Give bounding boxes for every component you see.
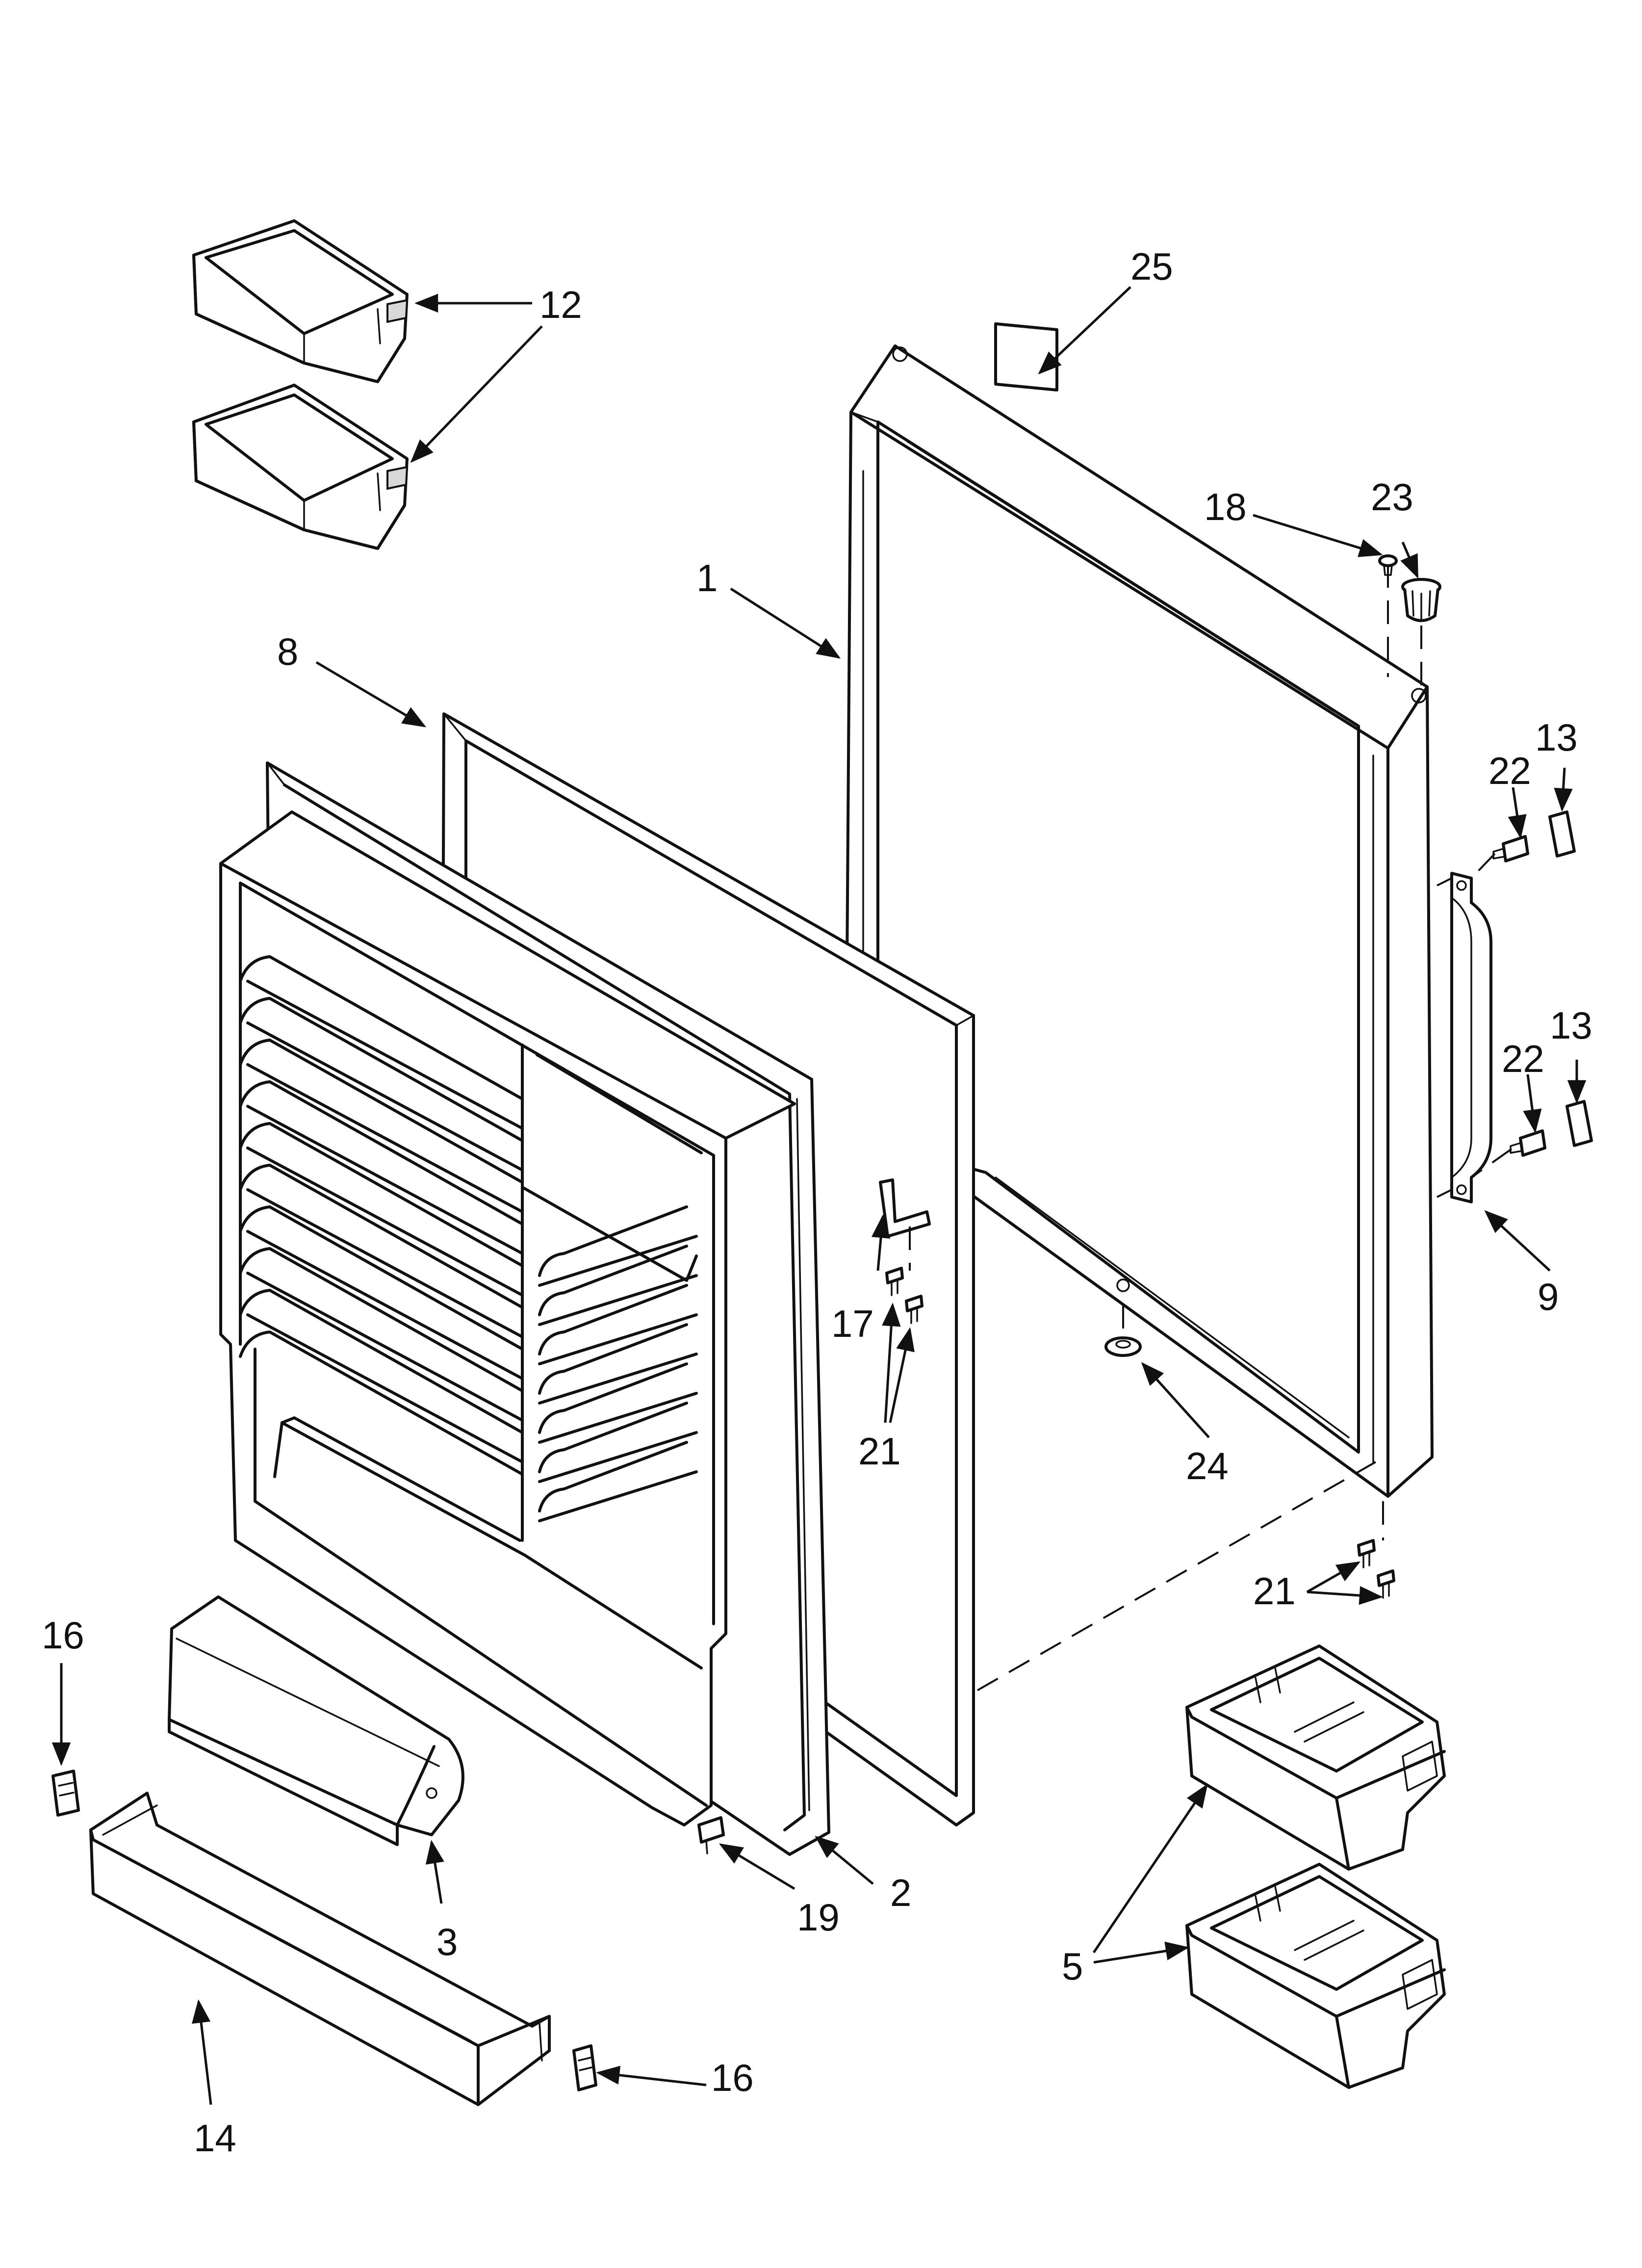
callout-24: 24 <box>1186 1444 1229 1487</box>
callout-13: 13 <box>1535 716 1578 759</box>
rail-end-cap-right <box>572 2044 597 2091</box>
callout-18: 18 <box>1204 485 1247 528</box>
door-bin-lower <box>192 384 409 550</box>
door-bin-upper <box>192 219 409 383</box>
callout-2: 2 <box>890 1871 911 1914</box>
hinge-bushing <box>1401 578 1441 622</box>
dairy-door <box>168 1595 464 1846</box>
door-rail <box>89 1792 551 2106</box>
callout-21: 21 <box>858 1430 901 1473</box>
rail-end-cap-left <box>51 1770 80 1817</box>
callout-21: 21 <box>1253 1569 1296 1613</box>
handle-cover-lower <box>1565 1100 1593 1147</box>
liner-shelf-structure <box>219 810 796 1826</box>
alignment-lines <box>909 564 1513 1694</box>
callout-12: 12 <box>539 283 582 326</box>
screw-upper-left <box>885 1267 904 1296</box>
callout-22: 22 <box>1488 749 1531 792</box>
liner-shelves-left <box>239 955 524 1476</box>
callout-3: 3 <box>436 1920 458 1963</box>
handle-screw-upper <box>1492 835 1529 862</box>
callout-5: 5 <box>1062 1945 1083 1988</box>
callout-16: 16 <box>711 2056 754 2099</box>
callout-13: 13 <box>1550 1004 1592 1047</box>
handle-screw-lower <box>1510 1129 1546 1157</box>
drawer-upper <box>1185 1644 1446 1871</box>
screw-19 <box>697 1816 725 1854</box>
callout-17: 17 <box>831 1302 874 1345</box>
screw-lower-left <box>1357 1539 1376 1568</box>
callout-8: 8 <box>277 630 298 673</box>
callout-25: 25 <box>1130 245 1173 288</box>
callout-19: 19 <box>797 1896 840 1939</box>
door-handle <box>1450 872 1492 1203</box>
callout-16: 16 <box>42 1614 84 1657</box>
drawer-lower <box>1185 1863 1446 2089</box>
callout-1: 1 <box>696 556 718 600</box>
screw-lower-right <box>1377 1569 1395 1599</box>
screw-upper-right <box>905 1295 924 1324</box>
callout-22: 22 <box>1502 1037 1544 1080</box>
callout-9: 9 <box>1538 1275 1559 1318</box>
callout-labels: 12 25 18 23 1 8 22 13 22 13 17 9 21 24 2… <box>42 245 1592 2160</box>
spacer-24 <box>1104 1336 1142 1357</box>
callout-14: 14 <box>194 2116 236 2160</box>
liner-shelves-right <box>538 1205 698 1522</box>
handle-cover-upper <box>1548 810 1576 858</box>
label-25 <box>994 322 1058 391</box>
leader-lines <box>51 286 1587 2105</box>
callout-23: 23 <box>1371 475 1413 519</box>
